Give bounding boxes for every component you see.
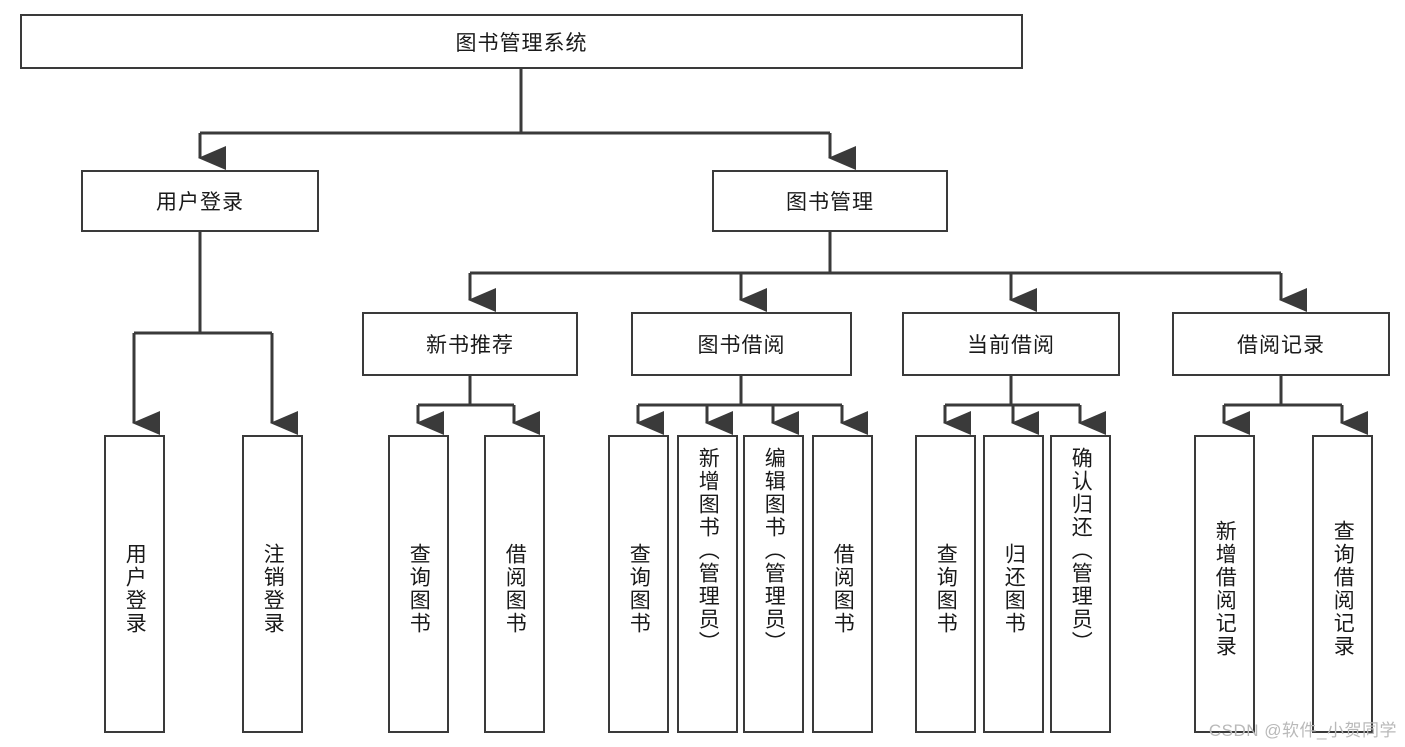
node-current-borrow-label: 当前借阅 [967,334,1055,357]
node-book-borrow[interactable]: 图书借阅 [631,312,852,376]
leaf-recommend-query-book[interactable]: 查询图书 [388,435,449,733]
leaf-borrow-borrow-book[interactable]: 借阅图书 [812,435,873,733]
node-user-login[interactable]: 用户登录 [81,170,319,232]
node-root[interactable]: 图书管理系统 [20,14,1023,69]
leaf-borrow-add-book-admin[interactable]: 新增图书（管理员） [677,435,738,733]
node-current-borrow[interactable]: 当前借阅 [902,312,1120,376]
node-book-borrow-label: 图书借阅 [697,334,786,357]
node-user-login-label: 用户登录 [156,191,244,214]
leaf-borrow-edit-book-admin[interactable]: 编辑图书（管理员） [743,435,804,733]
leaf-label: 用户登录 [123,543,147,635]
leaf-label: 新增借阅记录 [1213,520,1237,658]
watermark: CSDN @软件_小贺同学 [1208,721,1397,740]
leaf-label: 查询图书 [407,543,431,635]
leaf-label: 查询图书 [934,543,958,635]
leaf-label: 注销登录 [261,543,285,635]
leaf-current-return-book[interactable]: 归还图书 [983,435,1044,733]
leaf-current-query-book[interactable]: 查询图书 [915,435,976,733]
leaf-label: 查询图书 [627,543,651,635]
leaf-label: 新增图书（管理员） [696,447,720,654]
leaf-user-login-login[interactable]: 用户登录 [104,435,165,733]
node-new-book-recommend-label: 新书推荐 [426,334,514,357]
leaf-recommend-borrow-book[interactable]: 借阅图书 [484,435,545,733]
node-borrow-record-label: 借阅记录 [1237,334,1325,357]
leaf-record-query-record[interactable]: 查询借阅记录 [1312,435,1373,733]
leaf-borrow-query-book[interactable]: 查询图书 [608,435,669,733]
leaf-label: 借阅图书 [831,543,855,635]
leaf-label: 借阅图书 [503,543,527,635]
leaf-label: 编辑图书（管理员） [762,447,786,654]
node-new-book-recommend[interactable]: 新书推荐 [362,312,578,376]
leaf-label: 归还图书 [1002,543,1026,635]
leaf-label: 确认归还（管理员） [1069,447,1093,654]
leaf-record-add-record[interactable]: 新增借阅记录 [1194,435,1255,733]
leaf-label: 查询借阅记录 [1331,520,1355,658]
node-book-manage-label: 图书管理 [786,191,874,214]
node-book-manage[interactable]: 图书管理 [712,170,948,232]
node-borrow-record[interactable]: 借阅记录 [1172,312,1390,376]
node-root-label: 图书管理系统 [455,31,588,55]
leaf-current-confirm-return-admin[interactable]: 确认归还（管理员） [1050,435,1111,733]
leaf-user-login-logout[interactable]: 注销登录 [242,435,303,733]
